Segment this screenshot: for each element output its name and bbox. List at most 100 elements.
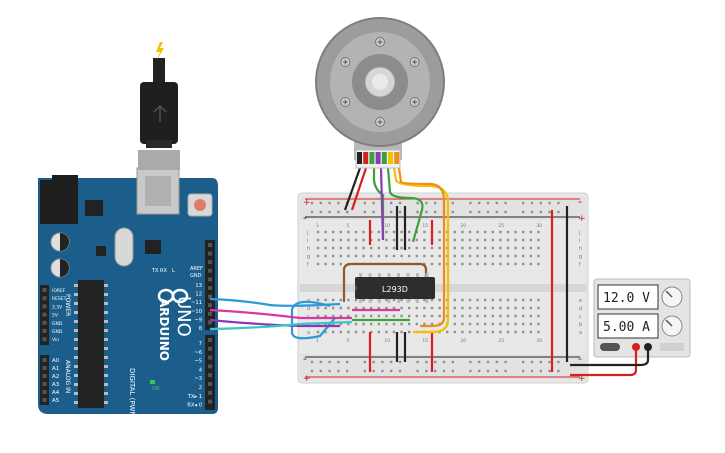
row-letter: h [307, 246, 310, 252]
arduino-uno-board[interactable]: ARDUINO UNO DIGITAL (PWM ~) POWER ANALOG… [38, 167, 218, 429]
digital-pin-label: ~10 [191, 309, 202, 315]
gnd-label: GND [190, 273, 202, 279]
usb-plug-icon [140, 82, 178, 144]
breadboard-wires[interactable] [290, 167, 569, 372]
row-letter: g [579, 254, 582, 260]
col-number: 10 [384, 338, 390, 344]
motor-wire-orange[interactable] [397, 167, 446, 328]
col-number: 15 [422, 338, 428, 344]
arduino-model: UNO [173, 296, 194, 337]
digital-pin-label: ~9 [194, 317, 202, 323]
digital-pin-label: 2 [199, 385, 202, 391]
arduino-signal-wires[interactable] [209, 297, 353, 331]
row-letter: g [307, 254, 310, 260]
analog-pin-label: A3 [52, 382, 60, 388]
row-letter: c [579, 314, 582, 320]
arduino-brand: ARDUINO [157, 298, 171, 361]
rx-label: RX [160, 268, 167, 274]
power-pin-label: 5V [52, 313, 59, 319]
voltage-value: 12.0 V [603, 291, 650, 306]
digital-pin-label: ~5 [194, 359, 202, 365]
digital-header-top [205, 240, 215, 330]
breadboard-holes [310, 201, 560, 373]
analog-pin-label: A0 [52, 358, 60, 364]
digital-pin-label: 7 [199, 341, 202, 347]
wire-pin9[interactable] [209, 318, 340, 328]
rail-plus-top-right: + [578, 214, 586, 224]
row-letter: f [579, 262, 581, 268]
rail-plus-bottom-right: + [578, 374, 586, 384]
tx-label: TX [151, 268, 159, 274]
row-letter: f [307, 262, 309, 268]
digital-label: DIGITAL (PWM ~) [128, 368, 136, 429]
voltage-regulator [85, 200, 103, 216]
wire-pin11[interactable] [209, 297, 341, 307]
motor-wire-green-1[interactable] [372, 168, 385, 240]
digital-pin-label: ~11 [191, 300, 202, 306]
current-value: 5.00 A [603, 320, 650, 335]
row-letter: a [579, 330, 582, 336]
wire-brown[interactable] [342, 262, 428, 302]
supply-wire-black[interactable] [570, 347, 650, 367]
wire-blue-loop[interactable] [290, 300, 336, 340]
motor-wire-purple[interactable] [379, 167, 385, 241]
power-switch[interactable] [600, 343, 620, 351]
usb-cable[interactable] [138, 42, 180, 170]
analog-header [40, 355, 49, 405]
digital-pin-label: 12 [195, 292, 202, 298]
col-number: 10 [384, 223, 390, 229]
voltage-knob-icon[interactable] [661, 286, 683, 308]
supply-wire-red[interactable] [570, 347, 638, 377]
power-supply[interactable]: 12.0 V 5.00 A [593, 278, 691, 358]
digital-pin-label: 13 [195, 283, 202, 289]
wire-pin8[interactable] [209, 320, 353, 331]
l-label: L [172, 268, 175, 274]
rail-plus-top-left: + [303, 198, 311, 208]
analog-pin-label: A1 [52, 366, 59, 372]
power-pin-label: GND [52, 329, 63, 335]
supply-wires[interactable] [570, 347, 650, 377]
l293d-chip[interactable]: L293D [355, 273, 435, 303]
row-letter: i [307, 238, 308, 244]
aref-label: AREF [190, 266, 203, 272]
digital-pin-label: RX◂ 0 [187, 403, 202, 409]
row-letter: j [578, 230, 580, 236]
rail-minus-bottom-left: - [303, 352, 307, 365]
current-knob-icon[interactable] [661, 315, 683, 337]
analog-pin-label: A4 [52, 390, 60, 396]
col-number: 20 [460, 338, 466, 344]
motor-wire-red[interactable] [350, 167, 368, 211]
rail-minus-top-left: - [303, 211, 307, 224]
row-letter: i [579, 238, 580, 244]
lightning-icon [156, 42, 164, 60]
digital-pin-label: 4 [199, 367, 203, 373]
col-number: 1 [316, 338, 319, 344]
col-number: 30 [536, 223, 542, 229]
row-letter: d [579, 306, 582, 312]
col-number: 5 [346, 223, 349, 229]
col-number: 25 [498, 223, 504, 229]
power-pin-label: 3.3V [52, 304, 63, 310]
analog-pin-label: A5 [52, 398, 60, 404]
analog-pin-label: A2 [52, 374, 59, 380]
motor-wire-black[interactable] [343, 167, 362, 211]
motor-wire-green-2[interactable] [386, 167, 424, 243]
motor-wire-yellow[interactable] [392, 167, 450, 334]
voltage-display [597, 284, 659, 310]
col-number: 25 [498, 338, 504, 344]
infinity-logo-icon [157, 288, 189, 304]
atmega-chip [78, 280, 104, 408]
digital-pin-label: ~6 [194, 350, 202, 356]
wire-pin10[interactable] [209, 308, 352, 320]
col-number: 5 [346, 338, 349, 344]
row-letter: j [306, 230, 308, 236]
motor-icon[interactable] [315, 17, 445, 169]
rail-minus-top-right: - [578, 195, 582, 208]
on-led [150, 380, 155, 384]
row-letter: h [579, 246, 582, 252]
power-pin-label: IOREF [52, 288, 66, 294]
power-label: POWER [64, 294, 71, 316]
col-number: 1 [316, 223, 319, 229]
